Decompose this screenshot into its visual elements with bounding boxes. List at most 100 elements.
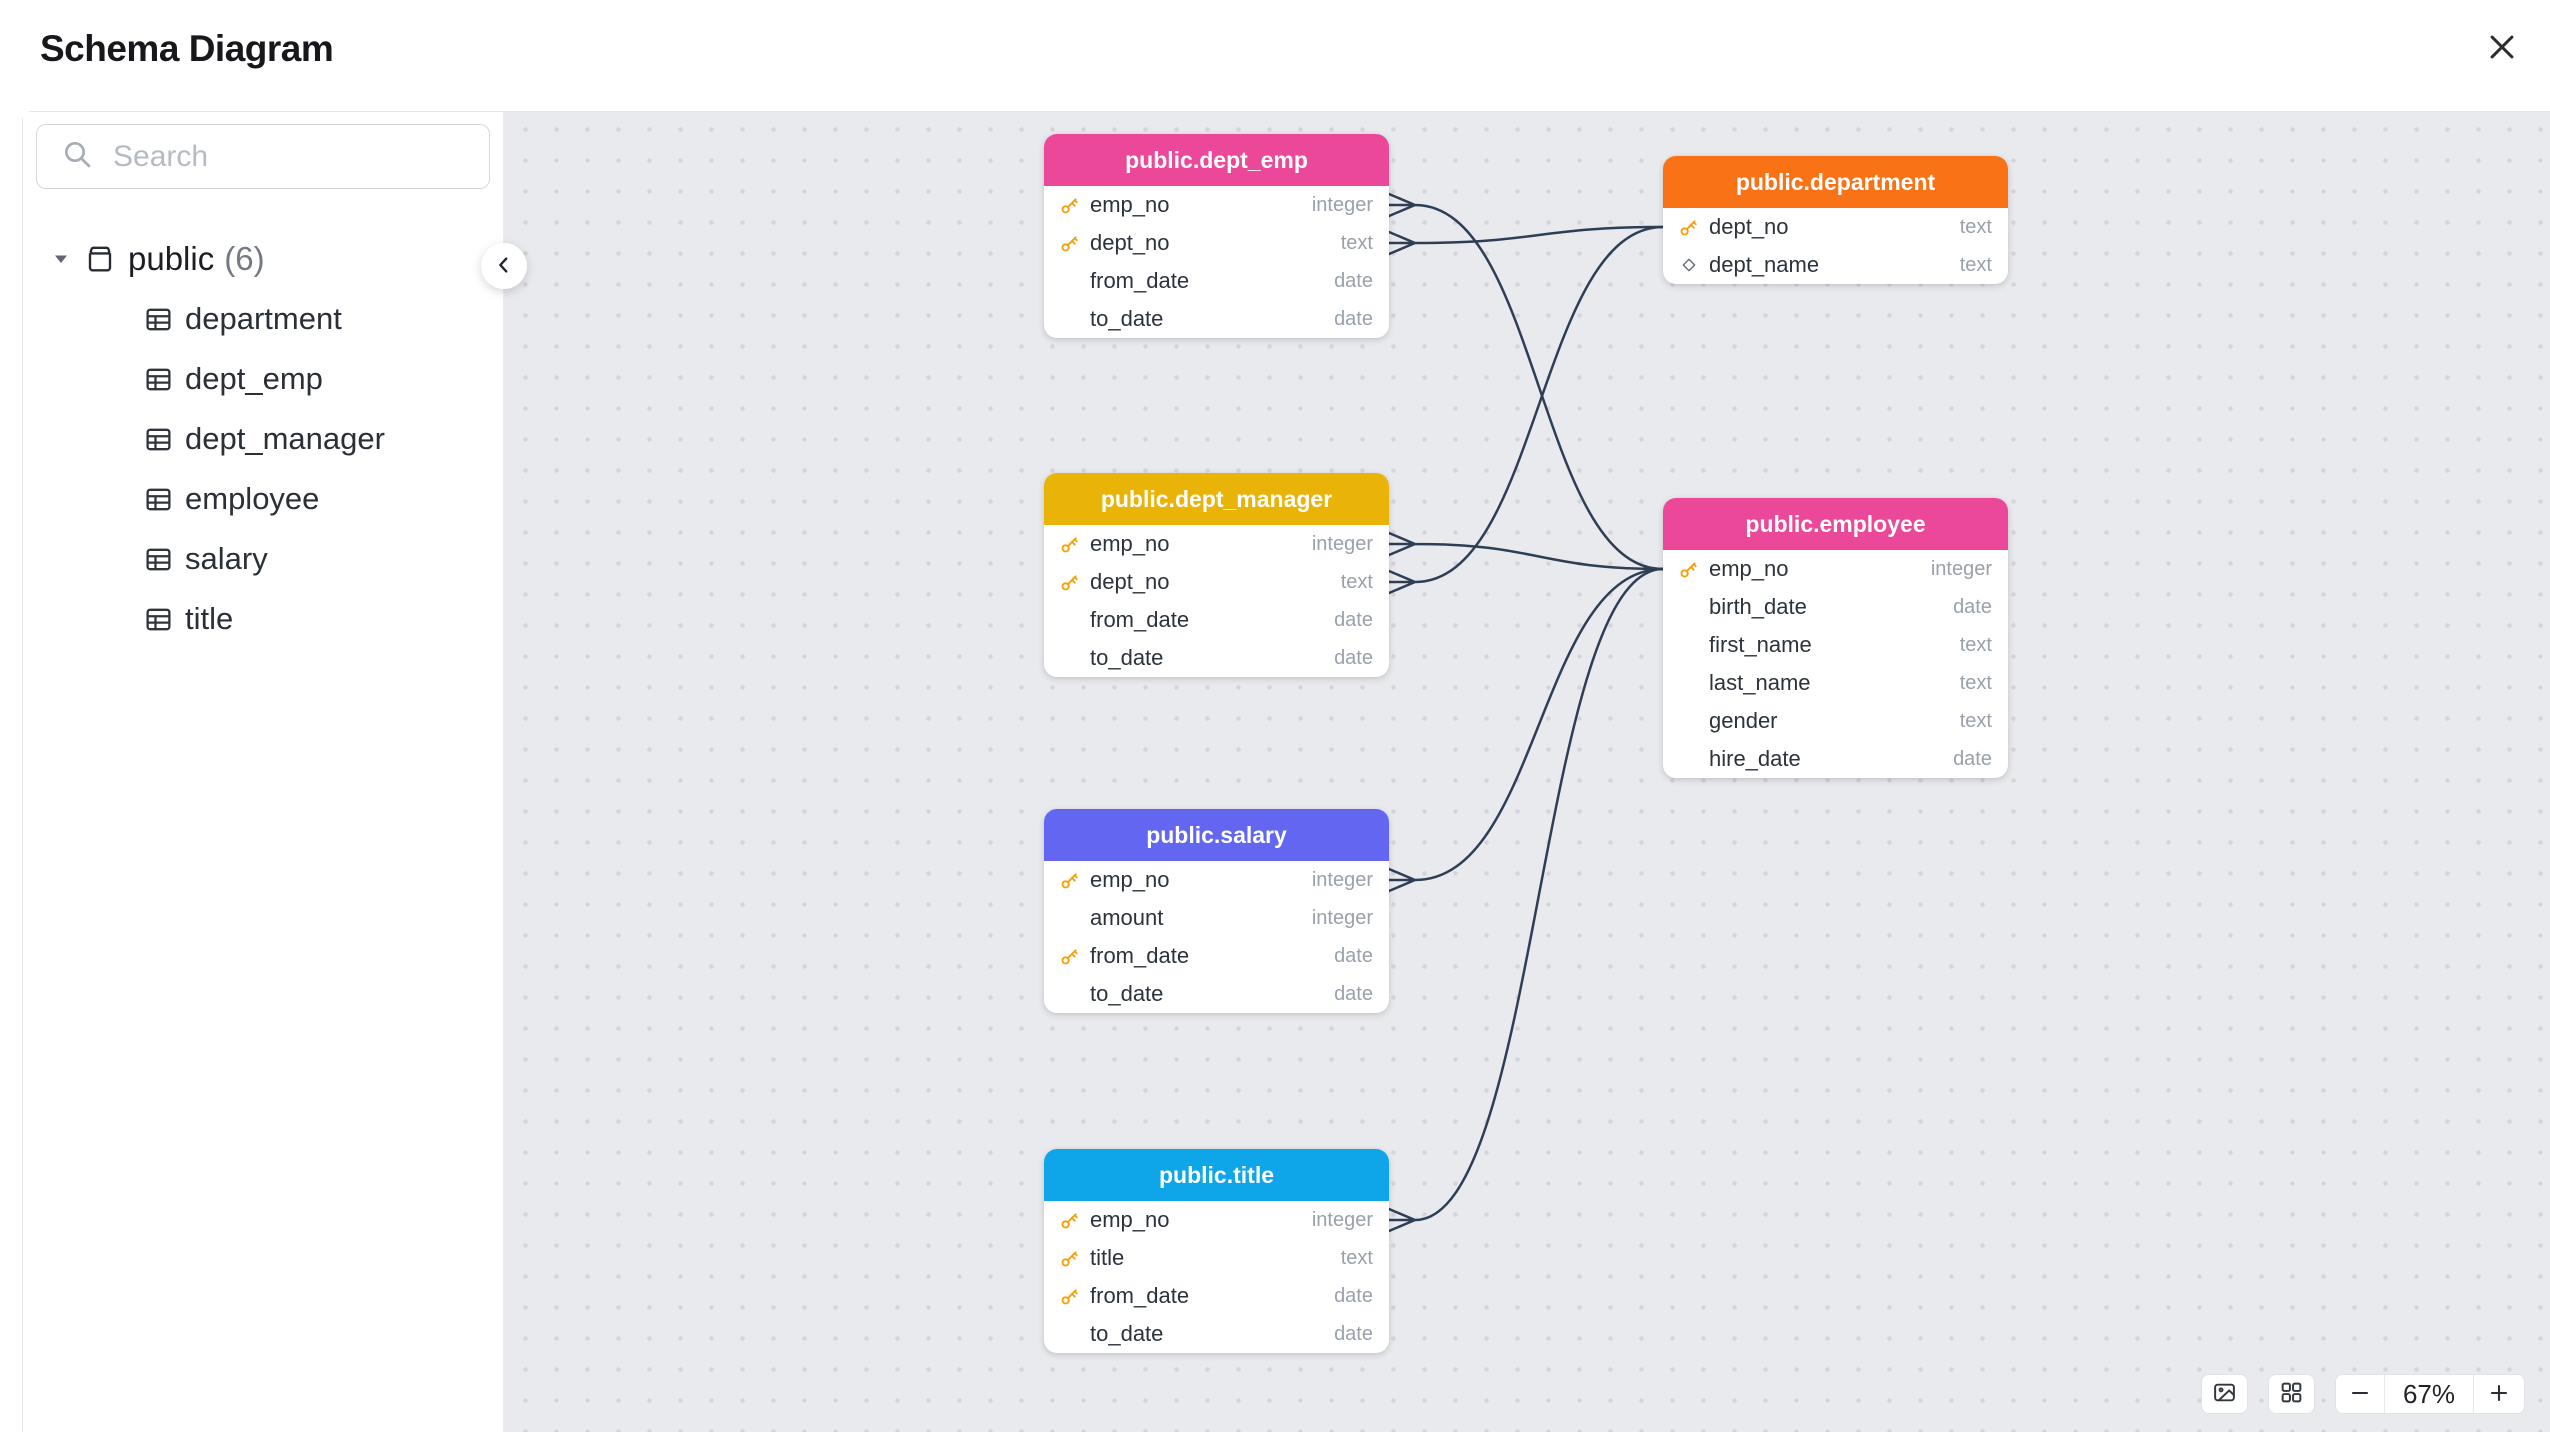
schema-table-count: (6) <box>224 240 265 277</box>
column-row-from_date[interactable]: from_date date <box>1044 601 1389 639</box>
zoom-controls: 67% <box>2335 1374 2525 1414</box>
search-input[interactable] <box>113 139 499 174</box>
primary-key-icon <box>1057 944 1082 969</box>
column-name: emp_no <box>1090 867 1170 892</box>
column-row-first_name[interactable]: first_name text <box>1663 626 2008 664</box>
unique-icon <box>1676 253 1701 278</box>
table-icon <box>144 365 173 394</box>
minus-icon <box>2348 1381 2372 1408</box>
table-node-header[interactable]: public.dept_manager <box>1044 473 1389 525</box>
page-title: Schema Diagram <box>40 27 334 69</box>
table-node-title: public.title <box>1159 1161 1274 1188</box>
column-name: emp_no <box>1709 556 1789 581</box>
sidebar-item-salary[interactable]: salary <box>36 529 490 589</box>
chevron-left-icon <box>493 254 515 279</box>
column-row-dept_no[interactable]: dept_no text <box>1044 563 1389 601</box>
column-type: date <box>1334 1322 1373 1345</box>
column-row-emp_no[interactable]: emp_no integer <box>1663 550 2008 588</box>
relationship-edge-salary-employee <box>1387 567 1665 893</box>
column-row-hire_date[interactable]: hire_date date <box>1663 740 2008 778</box>
column-type: date <box>1334 269 1373 292</box>
relationship-edge-title-employee <box>1387 567 1665 1233</box>
column-type: text <box>1959 633 1992 656</box>
table-node-title: public.department <box>1735 168 1936 195</box>
table-name: dept_manager <box>185 421 385 456</box>
table-node-header[interactable]: public.employee <box>1663 498 2008 550</box>
column-type: date <box>1334 608 1373 631</box>
column-type: date <box>1334 646 1373 669</box>
column-type: date <box>1953 747 1992 770</box>
column-row-to_date[interactable]: to_date date <box>1044 1315 1389 1353</box>
column-name: first_name <box>1709 632 1812 657</box>
sidebar-collapse-button[interactable] <box>481 243 527 289</box>
column-name: hire_date <box>1709 746 1801 771</box>
column-type: date <box>1334 1284 1373 1307</box>
primary-key-icon <box>1057 570 1082 595</box>
primary-key-icon <box>1057 193 1082 218</box>
sidebar-item-dept_manager[interactable]: dept_manager <box>36 409 490 469</box>
titlebar: Schema Diagram <box>0 0 2550 111</box>
relationship-edge-dept_emp-employee <box>1387 192 1665 571</box>
zoom-in-button[interactable] <box>2473 1375 2524 1413</box>
column-type: integer <box>1930 557 1992 580</box>
auto-layout-button[interactable] <box>2268 1374 2315 1414</box>
zoom-out-button[interactable] <box>2336 1375 2385 1413</box>
table-icon <box>144 485 173 514</box>
relationship-edges <box>1387 192 1665 1233</box>
caret-down-icon[interactable] <box>51 249 85 269</box>
primary-key-icon <box>1057 532 1082 557</box>
column-type: integer <box>1311 906 1373 929</box>
column-type: date <box>1334 944 1373 967</box>
image-icon <box>2212 1380 2237 1408</box>
column-row-from_date[interactable]: from_date date <box>1044 937 1389 975</box>
schema-tree-public[interactable]: public (6) <box>36 229 490 289</box>
table-node-header[interactable]: public.dept_emp <box>1044 134 1389 186</box>
sidebar-item-department[interactable]: department <box>36 289 490 349</box>
sidebar-item-title[interactable]: title <box>36 589 490 649</box>
column-name: from_date <box>1090 607 1190 632</box>
column-name: from_date <box>1090 943 1190 968</box>
column-name: title <box>1090 1245 1125 1270</box>
table-node-title: public.employee <box>1745 510 1926 537</box>
column-name: to_date <box>1090 1321 1164 1346</box>
close-button[interactable] <box>2480 27 2524 71</box>
table-node-title: public.dept_emp <box>1125 146 1308 173</box>
sidebar-item-dept_emp[interactable]: dept_emp <box>36 349 490 409</box>
table-node-header[interactable]: public.salary <box>1044 809 1389 861</box>
table-node-header[interactable]: public.title <box>1044 1149 1389 1201</box>
column-name: dept_no <box>1090 569 1170 594</box>
table-name: employee <box>185 481 320 516</box>
zoom-level: 67% <box>2385 1375 2473 1413</box>
sidebar-item-employee[interactable]: employee <box>36 469 490 529</box>
download-image-button[interactable] <box>2201 1374 2248 1414</box>
column-type: text <box>1959 253 1992 276</box>
table-node-header[interactable]: public.department <box>1663 156 2008 208</box>
column-type: text <box>1340 570 1373 593</box>
primary-key-icon <box>1676 215 1701 240</box>
